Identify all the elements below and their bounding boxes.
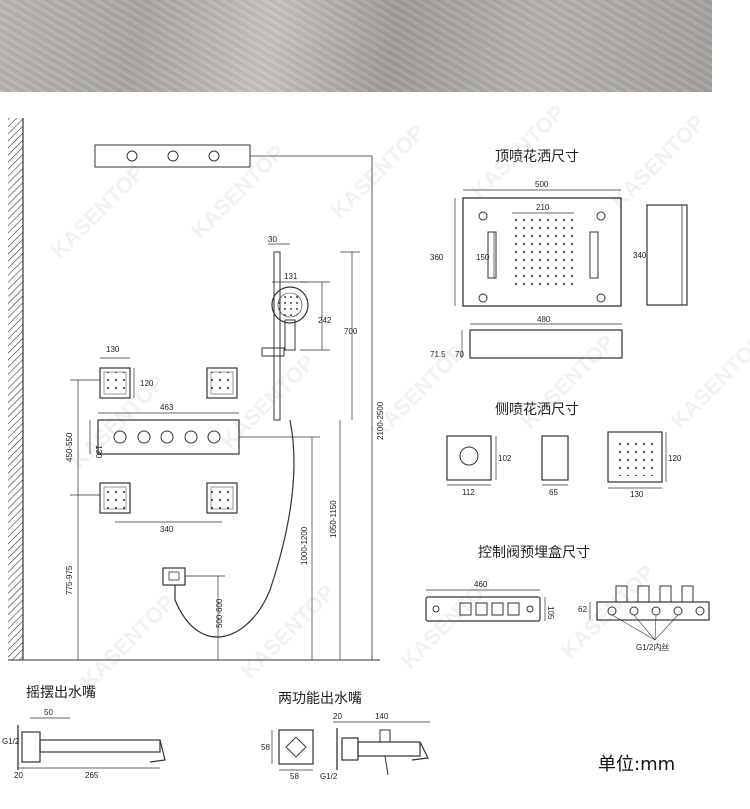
unit-label: 单位:mm xyxy=(598,754,675,775)
svg-text:120: 120 xyxy=(668,454,682,463)
swing-spout-title: 摇摆出水嘴 xyxy=(26,685,96,701)
svg-text:71.5: 71.5 xyxy=(430,350,446,359)
side-jet-3 xyxy=(99,482,131,514)
svg-text:20: 20 xyxy=(14,771,23,780)
svg-text:G1/2内丝: G1/2内丝 xyxy=(636,642,669,652)
dual-spout-title: 两功能出水嘴 xyxy=(278,691,362,707)
svg-text:450-550: 450-550 xyxy=(65,432,74,462)
slide-bar xyxy=(273,251,281,421)
svg-text:500-600: 500-600 xyxy=(215,598,224,628)
svg-text:460: 460 xyxy=(474,580,488,589)
svg-text:KASENTOP: KASENTOP xyxy=(666,330,750,434)
svg-text:340: 340 xyxy=(633,251,647,260)
svg-text:30: 30 xyxy=(268,235,277,244)
svg-text:140: 140 xyxy=(375,712,389,721)
svg-text:102: 102 xyxy=(498,454,512,463)
svg-text:50: 50 xyxy=(44,708,53,717)
svg-text:2100-2500: 2100-2500 xyxy=(376,401,385,440)
svg-text:KASENTOP: KASENTOP xyxy=(326,120,430,224)
svg-text:131: 131 xyxy=(284,272,298,281)
svg-text:KASENTOP: KASENTOP xyxy=(186,140,290,244)
svg-text:150: 150 xyxy=(476,253,490,262)
svg-text:463: 463 xyxy=(160,403,174,412)
top-shower-dims: 500 210 360 150 340 480 71.5 70 xyxy=(430,180,647,359)
side-jet-2 xyxy=(206,367,238,399)
svg-text:360: 360 xyxy=(430,253,444,262)
svg-text:1050-1150: 1050-1150 xyxy=(329,500,338,538)
svg-text:480: 480 xyxy=(537,315,551,324)
side-jet-4 xyxy=(206,482,238,514)
svg-text:105: 105 xyxy=(546,606,555,620)
svg-text:1000-1200: 1000-1200 xyxy=(300,526,309,565)
svg-text:500: 500 xyxy=(535,180,549,189)
side-shower-dims: 102 112 65 120 130 xyxy=(462,454,682,499)
wall-dimension-labels: 30 131 242 700 2100-2500 130 120 463 130… xyxy=(65,235,385,628)
valve-box-drawing xyxy=(425,585,710,641)
svg-text:112: 112 xyxy=(462,488,475,497)
svg-text:G1/2: G1/2 xyxy=(2,737,20,746)
svg-text:242: 242 xyxy=(318,316,332,325)
svg-text:130: 130 xyxy=(106,345,120,354)
ceiling-shower-head xyxy=(94,144,251,168)
svg-text:58: 58 xyxy=(290,772,299,781)
hand-shower xyxy=(271,286,309,324)
svg-text:62: 62 xyxy=(578,605,587,614)
svg-text:KASENTOP: KASENTOP xyxy=(216,350,320,454)
svg-text:G1/2: G1/2 xyxy=(320,772,338,781)
svg-text:340: 340 xyxy=(160,525,174,534)
svg-text:KASENTOP: KASENTOP xyxy=(236,580,340,684)
valve-box-title: 控制阀预埋盒尺寸 xyxy=(478,544,590,561)
wall-hatch xyxy=(8,118,23,660)
svg-text:120: 120 xyxy=(140,379,154,388)
wall-outlet xyxy=(162,567,186,586)
dual-spout-drawing xyxy=(271,721,430,776)
svg-text:265: 265 xyxy=(85,771,99,780)
svg-text:70: 70 xyxy=(455,350,464,359)
wall-installation-view xyxy=(8,118,380,661)
svg-text:700: 700 xyxy=(344,327,358,336)
side-jet-1 xyxy=(99,367,131,399)
svg-text:65: 65 xyxy=(549,488,558,497)
top-shower-title: 顶喷花洒尺寸 xyxy=(495,149,579,165)
side-shower-title: 侧喷花洒尺寸 xyxy=(495,402,579,418)
swing-spout-drawing xyxy=(17,717,166,770)
svg-text:KASENTOP: KASENTOP xyxy=(46,160,150,264)
marble-banner xyxy=(0,0,712,92)
svg-text:130: 130 xyxy=(94,445,103,459)
watermark: KASENTOP KASENTOP KASENTOP KASENTOP KASE… xyxy=(46,100,750,694)
valve-box-dims: 460 105 62 G1/2内丝 xyxy=(474,580,669,652)
svg-text:775-975: 775-975 xyxy=(65,565,74,595)
svg-text:130: 130 xyxy=(630,490,644,499)
dual-spout-dims: 20 140 58 58 G1/2 xyxy=(261,712,389,781)
side-shower-drawing xyxy=(446,431,667,489)
svg-text:20: 20 xyxy=(333,712,342,721)
svg-text:58: 58 xyxy=(261,743,270,752)
svg-text:KASENTOP: KASENTOP xyxy=(76,590,180,694)
swing-spout-dims: 50 G1/2 20 265 xyxy=(2,708,99,780)
hose xyxy=(174,419,295,638)
svg-text:210: 210 xyxy=(536,203,550,212)
top-shower-drawing xyxy=(454,189,688,359)
